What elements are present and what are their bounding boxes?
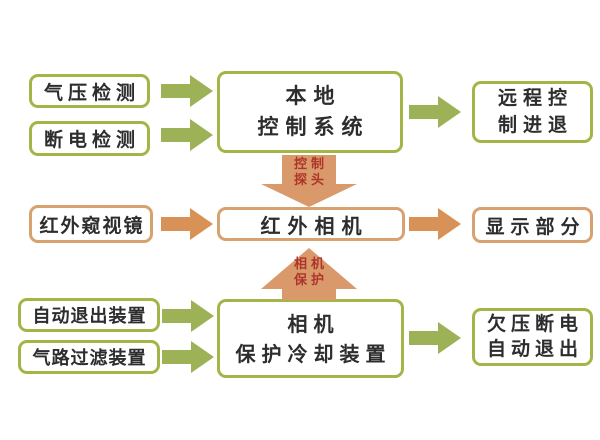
- box-remote-line1: 远程控: [497, 87, 573, 109]
- arrow-head: [438, 322, 461, 354]
- box-remote-control: 远程控 制进退: [472, 81, 593, 143]
- arrow-peep-to-camera-icon: [161, 208, 213, 240]
- box-remote-line2: 制进退: [497, 114, 573, 136]
- arrow-head: [261, 184, 357, 207]
- arrow-camera-protect-label: 相机 保护: [261, 257, 357, 289]
- arrow-control-probe-down-icon: 控制 探头: [261, 155, 357, 207]
- box-cooling-line2: 保护冷却装置: [235, 341, 392, 366]
- box-display-section: 显示部分: [472, 207, 593, 243]
- arrow-label-line2: 保护: [293, 273, 328, 288]
- arrow-shaft: [282, 155, 336, 184]
- box-cooling-line1: 相机: [287, 311, 340, 336]
- box-undervolt-line1: 欠压断电: [486, 313, 583, 335]
- arrow-shaft: [409, 105, 438, 119]
- arrow-shaft: [161, 217, 190, 231]
- box-peep-label: 红外窥视镜: [39, 214, 145, 237]
- box-gasfilter-label: 气路过滤装置: [32, 348, 147, 369]
- box-pressure-label: 气压检测: [43, 81, 140, 104]
- arrow-shaft: [409, 331, 438, 345]
- arrow-cooling-to-undervolt-icon: [409, 322, 461, 354]
- box-pressure-detection: 气压检测: [29, 74, 150, 108]
- arrow-shaft: [161, 84, 190, 98]
- box-poweroff-label: 断电检测: [43, 129, 140, 151]
- box-auto-exit-device: 自动退出装置: [18, 298, 160, 332]
- arrow-shaft: [161, 128, 190, 142]
- arrow-pressure-to-local-icon: [161, 75, 213, 107]
- arrow-autoexit-to-cooling-icon: [162, 300, 214, 332]
- arrow-head: [191, 300, 214, 332]
- box-local-line2: 控制系统: [257, 115, 370, 139]
- box-gas-filter-device: 气路过滤装置: [18, 340, 160, 374]
- box-poweroff-detection: 断电检测: [29, 121, 150, 156]
- arrow-label-line1: 控制: [293, 157, 328, 172]
- box-undervolt-line2: 自动退出: [486, 338, 583, 360]
- arrow-poweroff-to-local-icon: [161, 119, 213, 151]
- arrow-head: [438, 96, 461, 128]
- box-ircam-label: 红外相机: [260, 213, 369, 238]
- box-undervoltage-auto-exit: 欠压断电 自动退出: [472, 308, 593, 366]
- arrow-label-line1: 相机: [293, 257, 328, 272]
- arrow-head: [191, 341, 214, 373]
- arrow-head: [261, 248, 357, 289]
- arrow-camera-to-display-icon: [409, 208, 461, 240]
- arrow-shaft: [282, 289, 336, 300]
- arrow-head: [190, 75, 213, 107]
- arrow-control-probe-label: 控制 探头: [261, 157, 357, 189]
- arrow-local-to-remote-icon: [409, 96, 461, 128]
- arrow-head: [438, 208, 461, 240]
- box-camera-protection-cooling: 相机 保护冷却装置: [217, 299, 404, 378]
- box-display-label: 显示部分: [485, 215, 586, 238]
- box-ir-peep-mirror: 红外窥视镜: [29, 205, 153, 243]
- box-ir-camera: 红外相机: [217, 207, 405, 241]
- arrow-gasfilter-to-cooling-icon: [162, 341, 214, 373]
- arrow-head: [190, 119, 213, 151]
- arrow-shaft: [409, 217, 438, 231]
- box-local-control-system: 本地 控制系统: [217, 71, 403, 153]
- box-local-line1: 本地: [285, 84, 342, 108]
- arrow-shaft: [162, 309, 191, 323]
- arrow-label-line2: 探头: [293, 173, 328, 188]
- box-autoexit-label: 自动退出装置: [32, 306, 147, 327]
- arrow-shaft: [162, 350, 191, 364]
- arrow-camera-protect-up-icon: 相机 保护: [261, 248, 357, 300]
- arrow-head: [190, 208, 213, 240]
